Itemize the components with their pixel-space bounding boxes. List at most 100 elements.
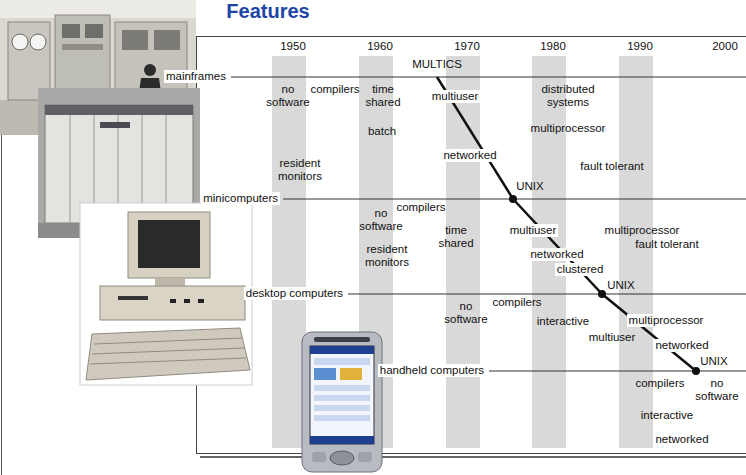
feature-label: compilers bbox=[310, 83, 359, 96]
mainframe-photo bbox=[154, 30, 180, 50]
handheld-photo bbox=[314, 358, 370, 365]
feature-label: multiprocessor bbox=[605, 224, 680, 237]
desktop-pc-photo bbox=[90, 358, 246, 364]
handheld-photo bbox=[314, 405, 370, 411]
unix-dot bbox=[692, 367, 700, 375]
mainframe-photo bbox=[62, 44, 103, 50]
feature-label: multiprocessor bbox=[531, 122, 606, 135]
feature-label: interactive bbox=[537, 315, 589, 328]
feature-label: clustered bbox=[555, 263, 606, 276]
handheld-photo bbox=[310, 346, 374, 354]
desktop-pc-photo bbox=[80, 203, 252, 385]
platform-label: minicomputers bbox=[201, 192, 280, 205]
mainframe-photo bbox=[0, 0, 196, 135]
handheld-photo bbox=[330, 451, 354, 465]
unix-dot bbox=[598, 290, 606, 298]
decade-band bbox=[446, 56, 480, 448]
desktop-pc-photo bbox=[86, 328, 250, 380]
chart-frame bbox=[197, 37, 746, 458]
mainframe-photo bbox=[62, 24, 80, 38]
platform-line bbox=[231, 77, 746, 371]
slide-title: Features bbox=[226, 0, 309, 23]
platform-line bbox=[348, 293, 746, 294]
feature-label: multiprocessor bbox=[627, 314, 706, 327]
feature-label: resident monitors bbox=[361, 243, 413, 269]
decade-label: 1980 bbox=[540, 40, 566, 53]
platform-label: handheld computers bbox=[378, 364, 486, 377]
handheld-photo bbox=[340, 368, 362, 380]
feature-label: fault tolerant bbox=[580, 160, 643, 173]
feature-label: networked bbox=[655, 433, 708, 446]
handheld-photo bbox=[310, 346, 374, 444]
feature-label: compilers bbox=[396, 201, 445, 214]
handheld-photo bbox=[314, 415, 370, 421]
desktop-pc-photo bbox=[90, 338, 246, 364]
decade-label: 1990 bbox=[627, 40, 653, 53]
decade-label: 1960 bbox=[367, 40, 393, 53]
desktop-pc-photo bbox=[170, 299, 176, 303]
os-label: UNIX bbox=[516, 180, 543, 193]
handheld-photo bbox=[358, 452, 372, 462]
feature-label: no software bbox=[263, 83, 313, 109]
minicomputer-photo bbox=[70, 115, 71, 223]
desktop-pc-photo bbox=[184, 299, 190, 303]
decade-label: 1970 bbox=[454, 40, 480, 53]
platform-line bbox=[231, 76, 746, 77]
chart-frame bbox=[197, 37, 746, 454]
desktop-pc-photo bbox=[80, 203, 252, 385]
mainframe-photo bbox=[12, 34, 28, 50]
unix-dot bbox=[509, 195, 517, 203]
desktop-pc-photo bbox=[100, 286, 245, 320]
decade-band bbox=[619, 56, 653, 448]
handheld-photo bbox=[314, 395, 370, 401]
minicomputer-photo bbox=[100, 122, 130, 128]
chart-frame bbox=[200, 456, 746, 458]
feature-label: multiuser bbox=[430, 90, 481, 103]
platform-label: desktop computers bbox=[244, 287, 345, 300]
mainframe-photo bbox=[144, 64, 156, 76]
mainframe-photo bbox=[122, 30, 148, 50]
handheld-photo bbox=[302, 332, 382, 472]
feature-label: interactive bbox=[641, 409, 693, 422]
desktop-pc-photo bbox=[198, 299, 204, 303]
decade-label: 2000 bbox=[712, 40, 738, 53]
feature-label: distributed systems bbox=[537, 83, 599, 109]
feature-label: compilers bbox=[635, 377, 684, 390]
handheld-photo bbox=[302, 332, 382, 472]
desktop-pc-photo bbox=[128, 212, 210, 278]
desktop-pc-photo bbox=[92, 348, 244, 354]
handheld-photo bbox=[314, 368, 336, 380]
feature-label: fault tolerant bbox=[635, 238, 698, 251]
feature-label: time shared bbox=[433, 224, 479, 250]
desktop-pc-photo bbox=[138, 220, 200, 268]
feature-label: batch bbox=[368, 125, 396, 138]
feature-label: multiuser bbox=[589, 331, 636, 344]
handheld-photo bbox=[310, 436, 374, 444]
desktop-pc-photo bbox=[94, 338, 242, 344]
decade-label: 1950 bbox=[280, 40, 306, 53]
feature-label: networked bbox=[653, 339, 710, 352]
mainframe-photo bbox=[0, 0, 196, 135]
desktop-pc-photo bbox=[155, 278, 185, 286]
mainframe-photo bbox=[30, 34, 46, 50]
minicomputer-photo bbox=[45, 105, 193, 115]
feature-label: no software bbox=[441, 300, 491, 326]
feature-label: compilers bbox=[492, 296, 541, 309]
decade-band bbox=[272, 56, 653, 448]
decade-band bbox=[272, 56, 306, 448]
platform-line bbox=[489, 370, 746, 371]
mainframe-photo bbox=[85, 24, 103, 38]
feature-label: resident monitors bbox=[274, 157, 326, 183]
os-label: MULTICS bbox=[412, 58, 462, 71]
handheld-photo bbox=[312, 452, 326, 462]
migration-line bbox=[513, 199, 602, 294]
mainframe-photo bbox=[55, 15, 110, 100]
os-label: UNIX bbox=[607, 279, 634, 292]
desktop-pc-photo bbox=[118, 296, 148, 300]
handheld-photo bbox=[314, 385, 370, 391]
feature-label: time shared bbox=[360, 83, 406, 109]
feature-label: networked bbox=[528, 248, 585, 261]
feature-label: multiuser bbox=[508, 224, 559, 237]
